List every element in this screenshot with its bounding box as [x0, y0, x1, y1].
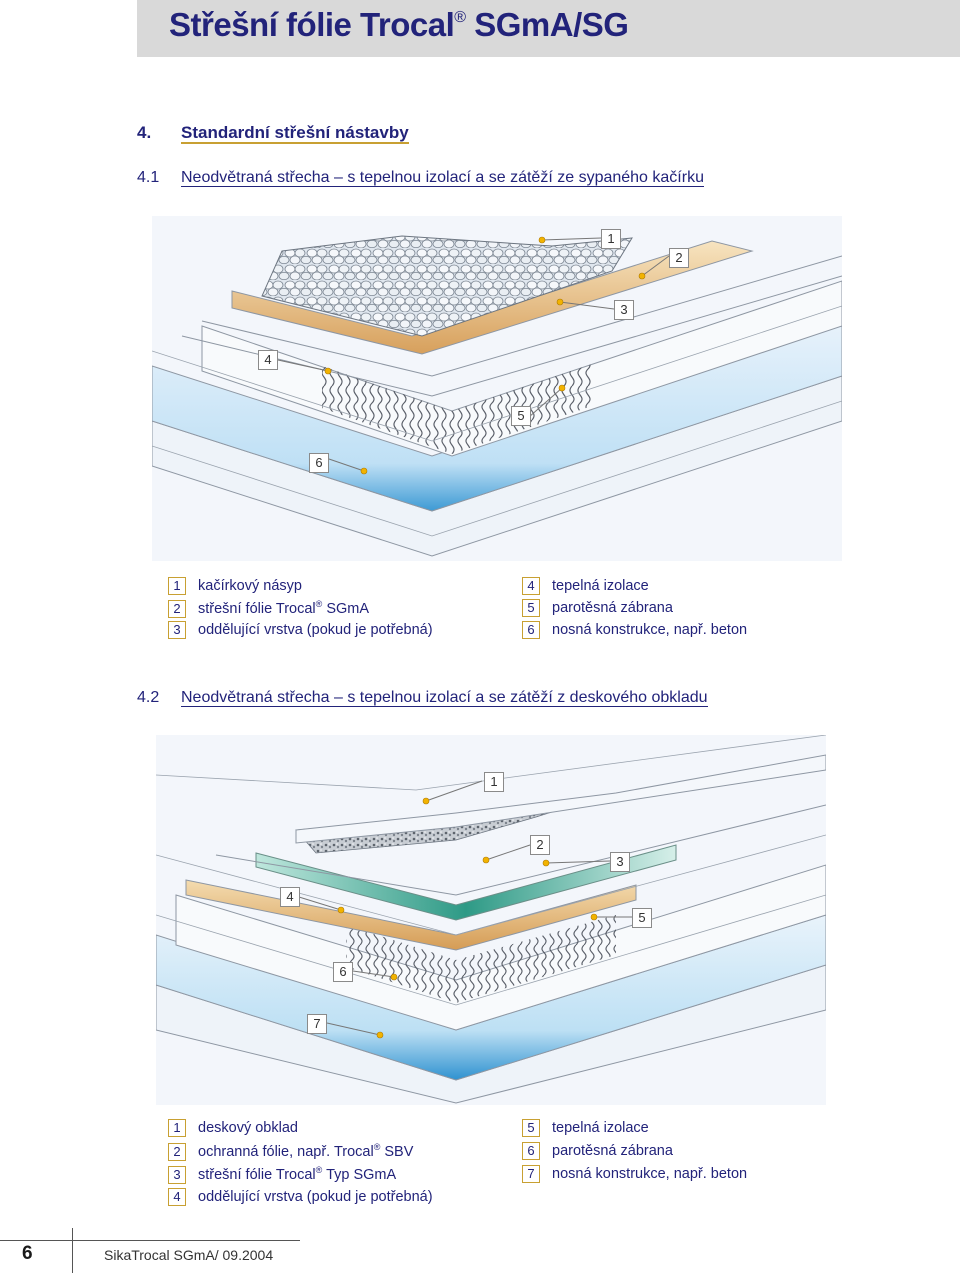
callout-2: 2 — [669, 248, 689, 268]
callout-1: 1 — [484, 772, 504, 792]
callout-6: 6 — [309, 453, 329, 473]
roof-diagram-gravel: 1 2 3 4 5 6 — [152, 216, 842, 561]
footer-rule — [0, 1240, 300, 1241]
page-title: Střešní fólie Trocal® SGmA/SG — [169, 6, 629, 43]
callout-3: 3 — [614, 300, 634, 320]
callout-7: 7 — [307, 1014, 327, 1034]
callout-1: 1 — [601, 229, 621, 249]
callout-3: 3 — [610, 852, 630, 872]
footer-text: SikaTrocal SGmA/ 09.2004 — [104, 1247, 274, 1263]
title-bar: Střešní fólie Trocal® SGmA/SG — [137, 0, 960, 57]
callout-5: 5 — [632, 908, 652, 928]
callout-6: 6 — [333, 962, 353, 982]
footer-divider — [72, 1228, 73, 1273]
callout-2: 2 — [530, 835, 550, 855]
callout-5: 5 — [511, 406, 531, 426]
section-heading-4: 4.Standardní střešní nástavby — [137, 123, 409, 144]
page-number: 6 — [22, 1243, 33, 1264]
roof-diagram-slabs: 1 2 3 4 5 6 7 — [156, 735, 826, 1105]
callout-4: 4 — [280, 887, 300, 907]
callout-4: 4 — [258, 350, 278, 370]
